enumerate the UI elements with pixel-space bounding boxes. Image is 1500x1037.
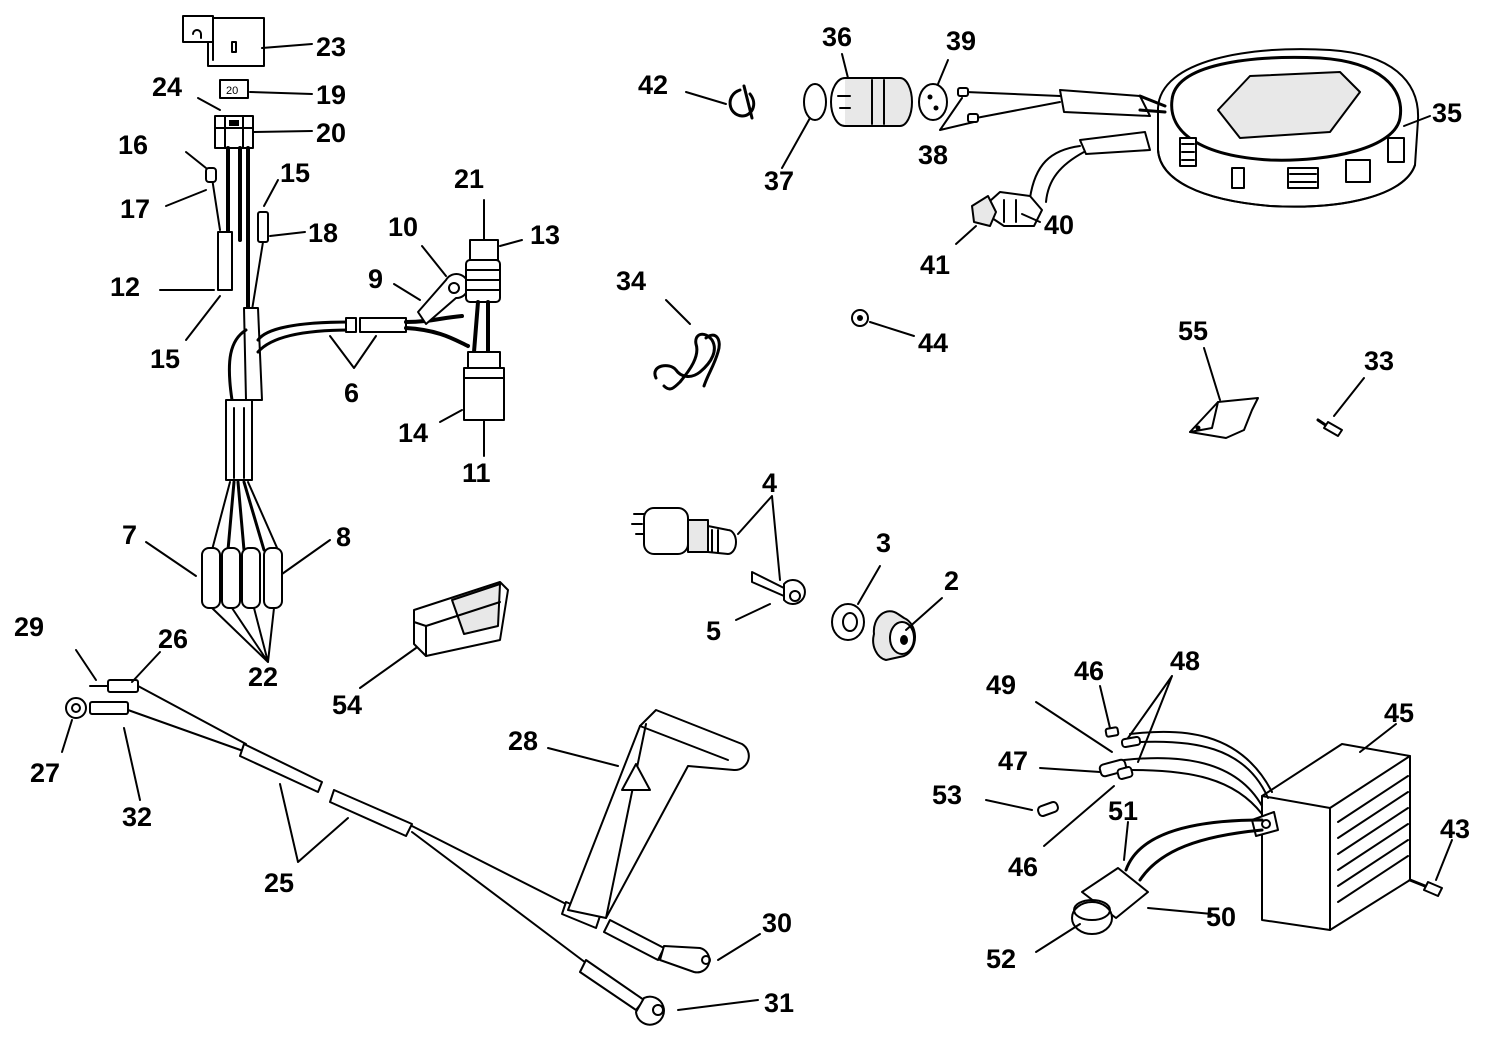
sub-harness-part (417, 239, 505, 421)
callout-31: 31 (764, 988, 794, 1018)
key-part (751, 571, 806, 605)
stator-part (971, 48, 1420, 227)
fuse-holder-part (214, 115, 254, 149)
clip-part (653, 332, 721, 391)
callout-27: 27 (30, 758, 60, 788)
callout-16: 16 (118, 130, 148, 160)
callout-7: 7 (122, 520, 137, 550)
callout-32: 32 (122, 802, 152, 832)
callout-54: 54 (332, 690, 362, 720)
callout-9: 9 (368, 264, 383, 294)
relay-part (182, 15, 265, 67)
lamp-socket-group-part (728, 77, 1061, 127)
callout-39: 39 (946, 26, 976, 56)
washer-3-part (831, 603, 865, 641)
screw-33-part (1316, 418, 1343, 437)
callout-41: 41 (920, 250, 950, 280)
fuse-part: 20 (219, 79, 249, 99)
callout-48: 48 (1170, 646, 1200, 676)
rectifier-part (1037, 726, 1411, 935)
callout-26: 26 (158, 624, 188, 654)
main-harness-part (201, 146, 470, 609)
callout-labels: 23 24 19 20 16 15 17 18 12 15 6 9 10 21 … (14, 22, 1470, 1018)
callout-55: 55 (1178, 316, 1208, 346)
callout-46b: 46 (1008, 852, 1038, 882)
callout-11: 11 (462, 458, 491, 488)
callout-47: 47 (998, 746, 1028, 776)
ignition-switch-part (631, 507, 737, 555)
callout-23: 23 (316, 32, 346, 62)
callout-49: 49 (986, 670, 1016, 700)
callout-15a: 15 (280, 158, 310, 188)
callout-52: 52 (986, 944, 1016, 974)
callout-2: 2 (944, 566, 959, 596)
callout-43: 43 (1440, 814, 1470, 844)
callout-38: 38 (918, 140, 948, 170)
callout-20: 20 (316, 118, 346, 148)
callout-10: 10 (388, 212, 418, 242)
callout-53: 53 (932, 780, 962, 810)
callout-51: 51 (1108, 796, 1138, 826)
callout-40: 40 (1044, 210, 1074, 240)
callout-45: 45 (1384, 698, 1414, 728)
callout-30: 30 (762, 908, 792, 938)
callout-24: 24 (152, 72, 182, 102)
callout-36: 36 (822, 22, 852, 52)
decal-28-part (567, 709, 750, 919)
callout-19: 19 (316, 80, 346, 110)
washer-44-part (851, 309, 869, 327)
nut-2-part (872, 610, 917, 661)
callout-13: 13 (530, 220, 560, 250)
callout-46a: 46 (1074, 656, 1104, 686)
leader-lines (61, 43, 1453, 1011)
callout-33: 33 (1364, 346, 1394, 376)
callout-35: 35 (1432, 98, 1462, 128)
callout-50: 50 (1206, 902, 1236, 932)
fuse-rating-text: 20 (226, 85, 238, 97)
callout-25: 25 (264, 868, 294, 898)
callout-8: 8 (336, 522, 351, 552)
callout-4: 4 (762, 468, 777, 498)
battery-cable-part (65, 679, 711, 1026)
callout-42: 42 (638, 70, 668, 100)
callout-18: 18 (308, 218, 338, 248)
callout-44: 44 (918, 328, 948, 358)
callout-12: 12 (110, 272, 140, 302)
callout-22: 22 (248, 662, 278, 692)
callout-29: 29 (14, 612, 44, 642)
callout-15b: 15 (150, 344, 180, 374)
callout-5: 5 (706, 616, 721, 646)
callout-3: 3 (876, 528, 891, 558)
callout-37: 37 (764, 166, 794, 196)
callout-17: 17 (120, 194, 150, 224)
callout-21: 21 (454, 164, 484, 194)
bracket-55-part (1189, 397, 1259, 439)
callout-6: 6 (344, 378, 359, 408)
callout-14: 14 (398, 418, 428, 448)
screw-43-part (1408, 878, 1443, 897)
callout-34: 34 (616, 266, 646, 296)
callout-28: 28 (508, 726, 538, 756)
cover-54-part (413, 581, 509, 657)
